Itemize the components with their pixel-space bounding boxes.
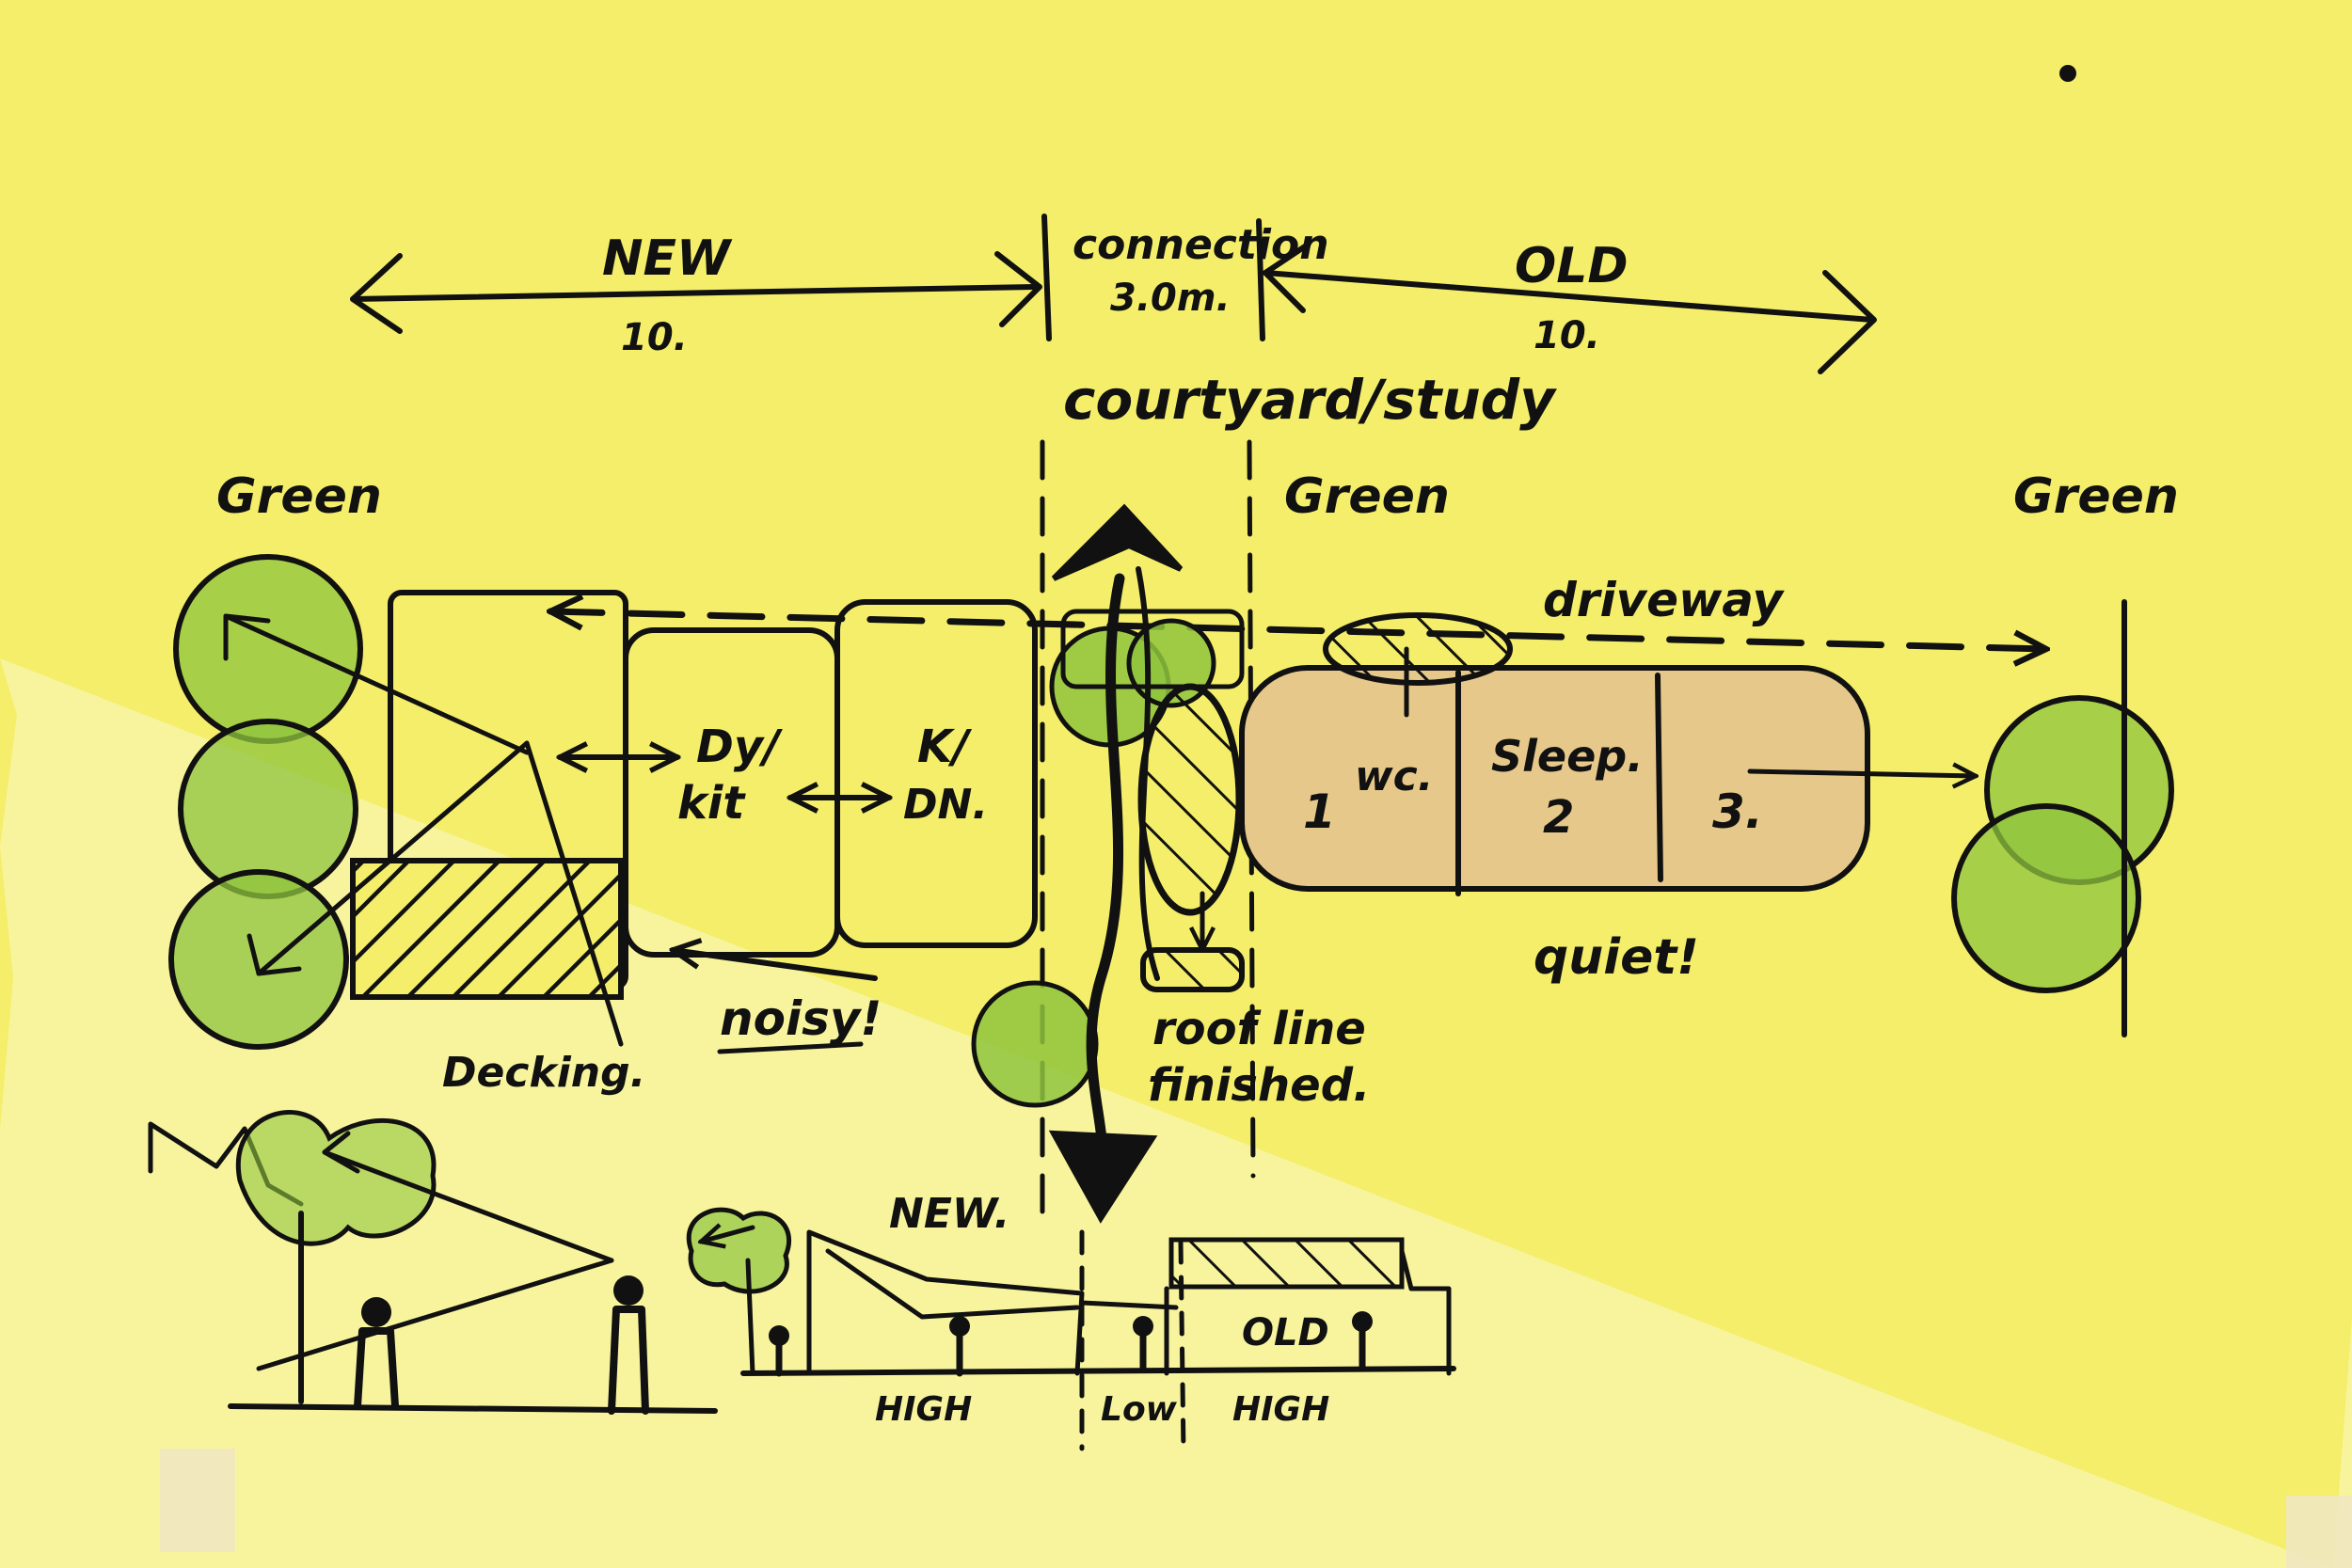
person-icon	[769, 1325, 789, 1377]
arrow-icon	[1051, 503, 1184, 581]
courtyard-room	[1060, 609, 1245, 689]
green-right-label: Green	[2013, 468, 2179, 525]
tree-icon	[235, 1110, 437, 1246]
arrow-icon	[1048, 1130, 1158, 1224]
person-icon	[354, 1297, 399, 1410]
old-wing-plan: 1 wc. Sleep. 2 3. quiet!	[1239, 612, 1976, 986]
dimension-connection-length: 3.0m.	[1110, 277, 1231, 320]
section-new-label: NEW.	[889, 1190, 1009, 1238]
quiet-label: quiet!	[1534, 929, 1699, 986]
dimension-new: NEW 10.	[350, 230, 1042, 359]
tape-piece	[160, 1449, 235, 1552]
decking-hatch	[350, 858, 624, 1000]
sleep-number-label: 2	[1543, 791, 1574, 844]
living-kit-label-1: Dy/	[696, 721, 783, 773]
person-icon	[949, 1316, 970, 1377]
old-wing-hatch	[1323, 612, 1513, 686]
driveway: driveway	[550, 573, 2046, 649]
room-3-label: 3.	[1712, 784, 1763, 839]
high-right-label: HIGH	[1232, 1390, 1329, 1429]
roof-line-hatch	[1140, 947, 1245, 992]
tree-icon	[173, 554, 363, 744]
green-middle-label: Green	[1284, 468, 1450, 525]
sleep-label: Sleep.	[1491, 731, 1644, 782]
high-left-label: HIGH	[875, 1390, 972, 1429]
paper-torn-edge	[0, 658, 2352, 1568]
low-label: Low	[1101, 1390, 1178, 1429]
old-wing-block	[1239, 665, 1870, 892]
old-roof-hatch	[1168, 1237, 1405, 1290]
green-left-label: Green	[216, 468, 382, 525]
dimension-old-length: 10.	[1534, 314, 1600, 357]
kitchen-dining-label-1: K/	[917, 721, 972, 773]
tree-group-right	[1951, 599, 2174, 1037]
roof-line-label-1: roof line	[1152, 1003, 1366, 1055]
person-icon	[1133, 1316, 1153, 1372]
section-sketch: NEW. OLD HIGH Low HIGH	[148, 1110, 1456, 1456]
tree-icon	[168, 869, 349, 1050]
tree-icon	[1951, 803, 2141, 993]
decking-label: Decking.	[442, 1049, 645, 1097]
noisy-label: noisy!	[720, 991, 882, 1046]
courtyard-connection: roof line finished.	[971, 439, 1370, 1224]
tape-piece	[2286, 1496, 2352, 1568]
tree-icon	[686, 1207, 792, 1294]
tree-group-left	[168, 554, 363, 1050]
dimension-connection-label: connection	[1073, 221, 1329, 269]
section-old-label: OLD	[1242, 1311, 1329, 1354]
person-icon	[1352, 1311, 1373, 1372]
living-kit-label-2: kit	[677, 777, 746, 830]
roof-line-label-2: finished.	[1148, 1059, 1370, 1112]
dimension-old: OLD 10.	[1263, 238, 1877, 374]
person-icon	[608, 1275, 649, 1415]
dimension-connection: connection 3.0m.	[1041, 214, 1329, 341]
driveway-label: driveway	[1543, 573, 1785, 627]
ink-dot	[2059, 65, 2076, 82]
room-1-label: 1	[1303, 784, 1336, 839]
kitchen-dining-label-2: DN.	[903, 781, 988, 829]
tree-icon	[971, 980, 1099, 1108]
courtyard-core-hatch	[1137, 683, 1243, 916]
dimension-old-label: OLD	[1515, 238, 1629, 294]
dimension-new-length: 10.	[621, 316, 688, 359]
courtyard-study-label: courtyard/study	[1063, 368, 1557, 432]
wc-label: wc.	[1355, 752, 1433, 800]
dimension-new-label: NEW	[602, 230, 733, 287]
